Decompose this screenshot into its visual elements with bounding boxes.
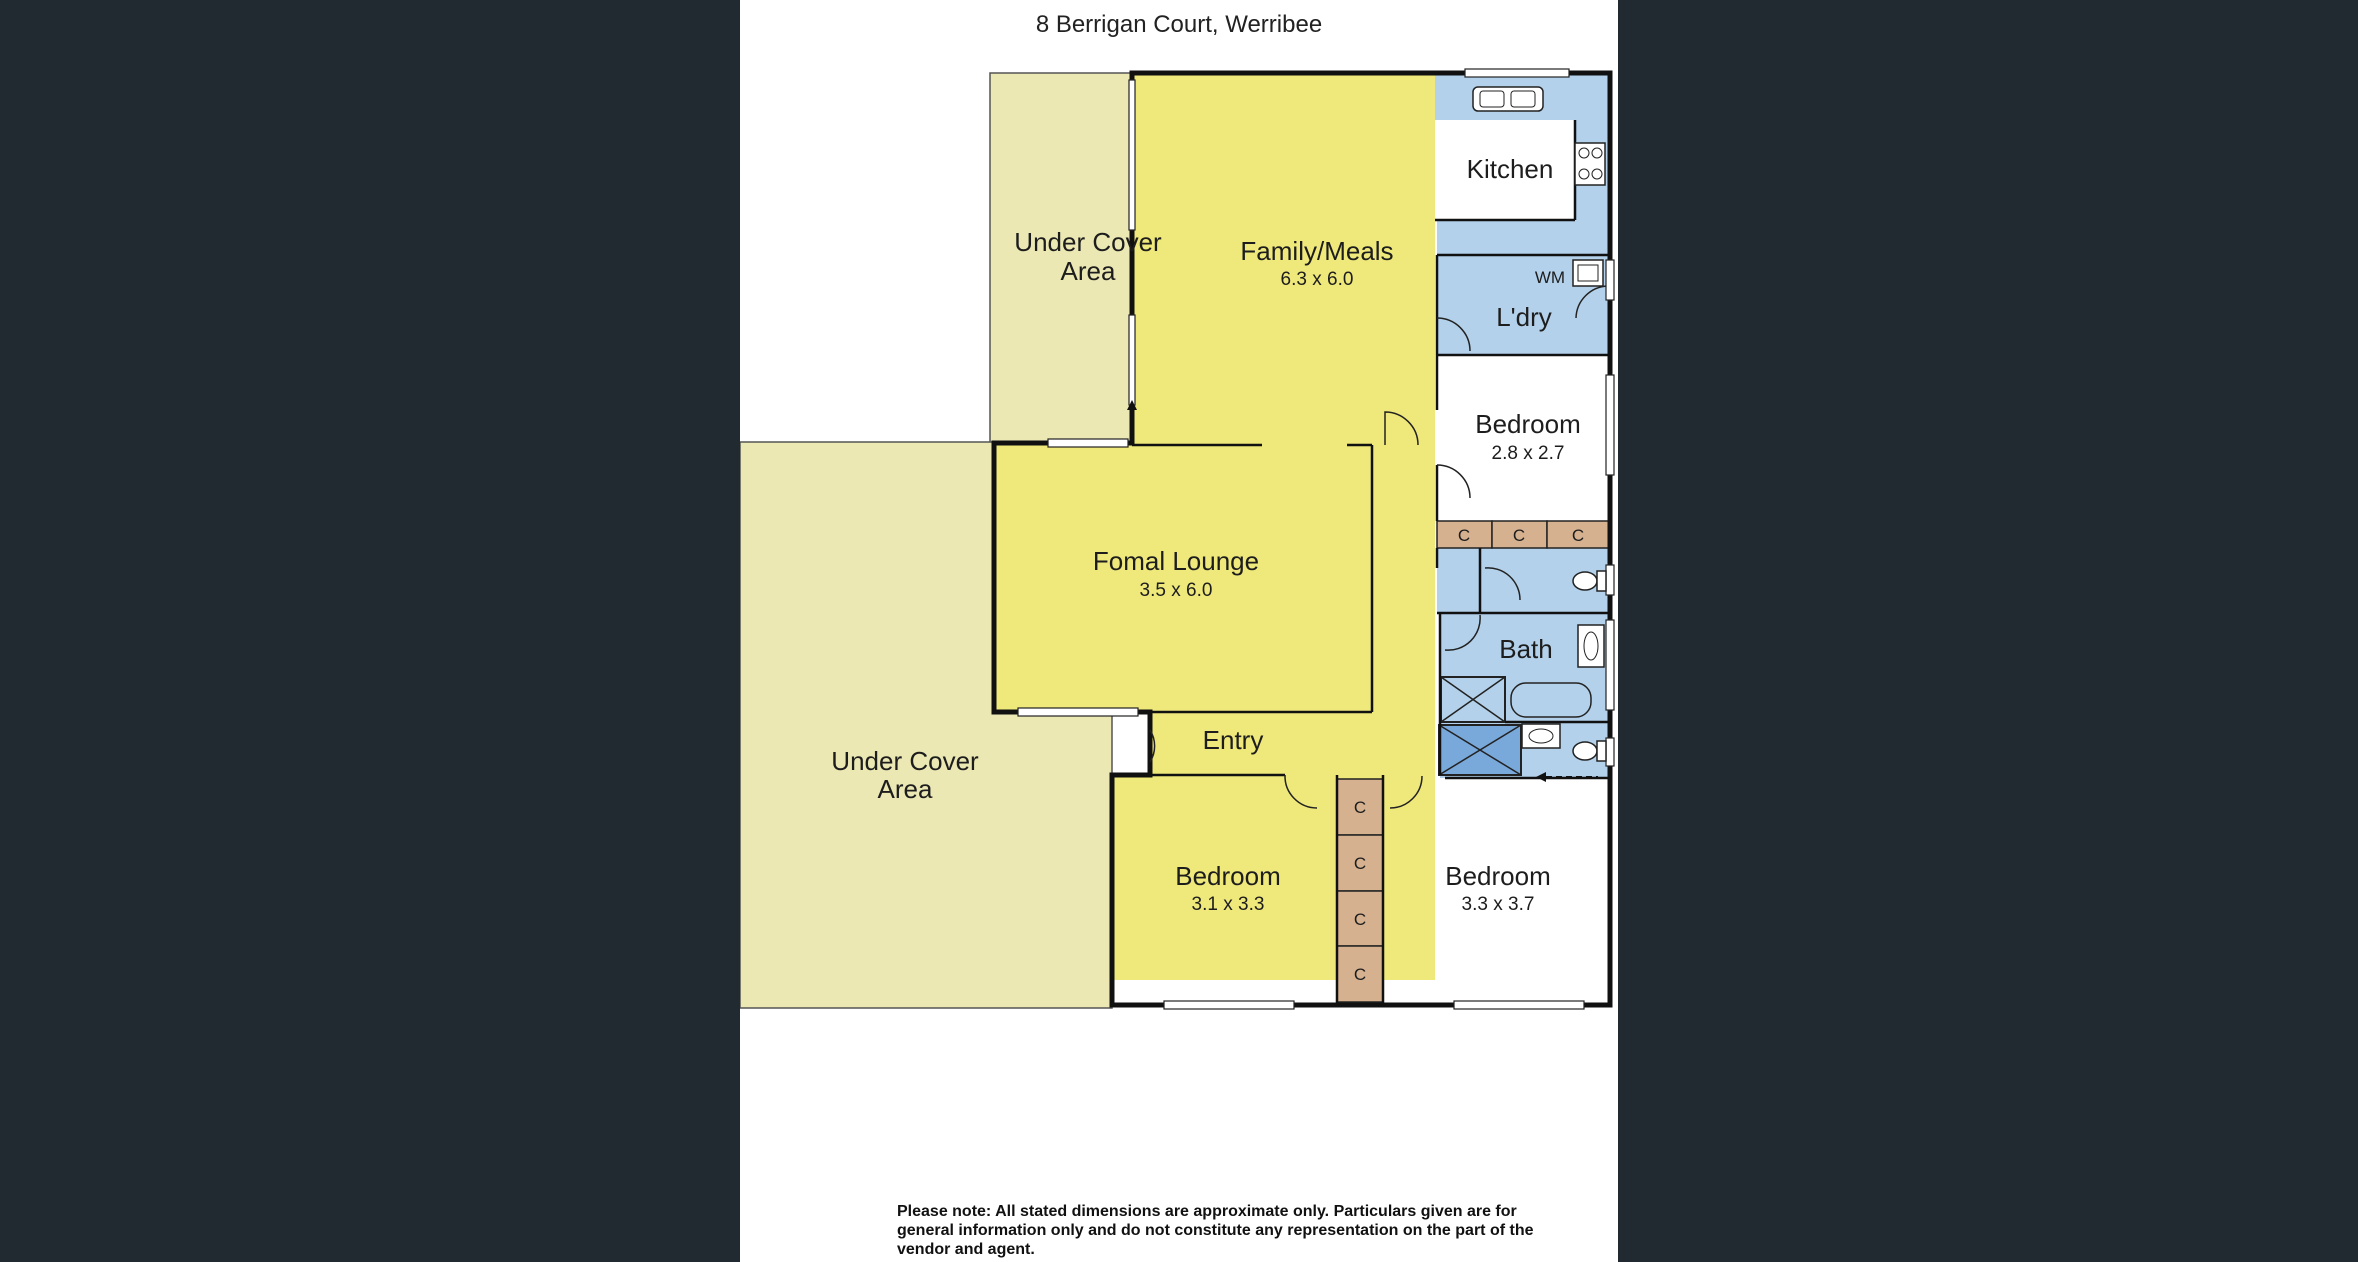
bedroom-3-dims: 3.1 x 3.3 [1192,894,1265,915]
under-cover-top-line1: Under Cover [1014,227,1162,257]
exterior-walls [991,70,1613,1008]
cupboard-1 [1436,520,1493,549]
sliding-door-arrow [1127,400,1137,410]
cupboard-label: C [1354,798,1366,817]
wm-label: WM [1535,268,1565,287]
bedroom-3-label: Bedroom [1175,861,1281,891]
bedroom-1-label: Bedroom [1445,861,1551,891]
vanity-basin [1577,624,1605,668]
cupboard-label: C [1354,965,1366,984]
floorplan-sheet: 8 Berrigan Court, Werribee [740,0,1618,1262]
laundry-label: L'dry [1496,302,1552,332]
formal-lounge-dims: 3.5 x 6.0 [1140,580,1213,601]
bedroom-1-dims: 3.3 x 3.7 [1462,894,1535,915]
plan-title: 8 Berrigan Court, Werribee [1035,11,1323,38]
cupboard-label: C [1513,526,1525,545]
toilet-2 [1572,741,1598,761]
door-swings [1149,285,1609,809]
toilet-1 [1572,571,1598,591]
ensuite-arrow [1536,772,1546,782]
under-cover-bottom-line2: Area [878,774,933,804]
entry-label: Entry [1203,725,1264,755]
kitchen-label: Kitchen [1467,154,1554,184]
formal-lounge-label: Fomal Lounge [1093,546,1259,576]
bath-label: Bath [1499,634,1553,664]
disclaimer-note: Please note: All stated dimensions are a… [897,1203,1534,1258]
kitchen-sink [1472,86,1544,112]
under-cover-area-top [989,72,1133,444]
family-meals-dims: 6.3 x 6.0 [1281,269,1354,290]
cupboard-4 [1336,778,1384,836]
bedroom-2-dims: 2.8 x 2.7 [1492,443,1565,464]
cupboard-2 [1491,520,1548,549]
cupboard-label: C [1572,526,1584,545]
cupboard-label: C [1458,526,1470,545]
floor-plan: Under Cover Area Under Cover Area Family… [740,68,1615,1010]
under-cover-top-line2: Area [1061,256,1116,286]
under-cover-bottom-line1: Under Cover [831,746,979,776]
cupboard-label: C [1354,910,1366,929]
ensuite-basin [1521,723,1561,749]
cupboard-6 [1336,890,1384,947]
family-meals-floor [994,73,1435,980]
kitchen-area [1435,73,1610,255]
cupboard-label: C [1354,854,1366,873]
bedroom-2-label: Bedroom [1475,409,1581,439]
family-meals-label: Family/Meals [1240,236,1393,266]
interior-walls [1112,120,1610,1005]
bathtub [1510,682,1592,718]
